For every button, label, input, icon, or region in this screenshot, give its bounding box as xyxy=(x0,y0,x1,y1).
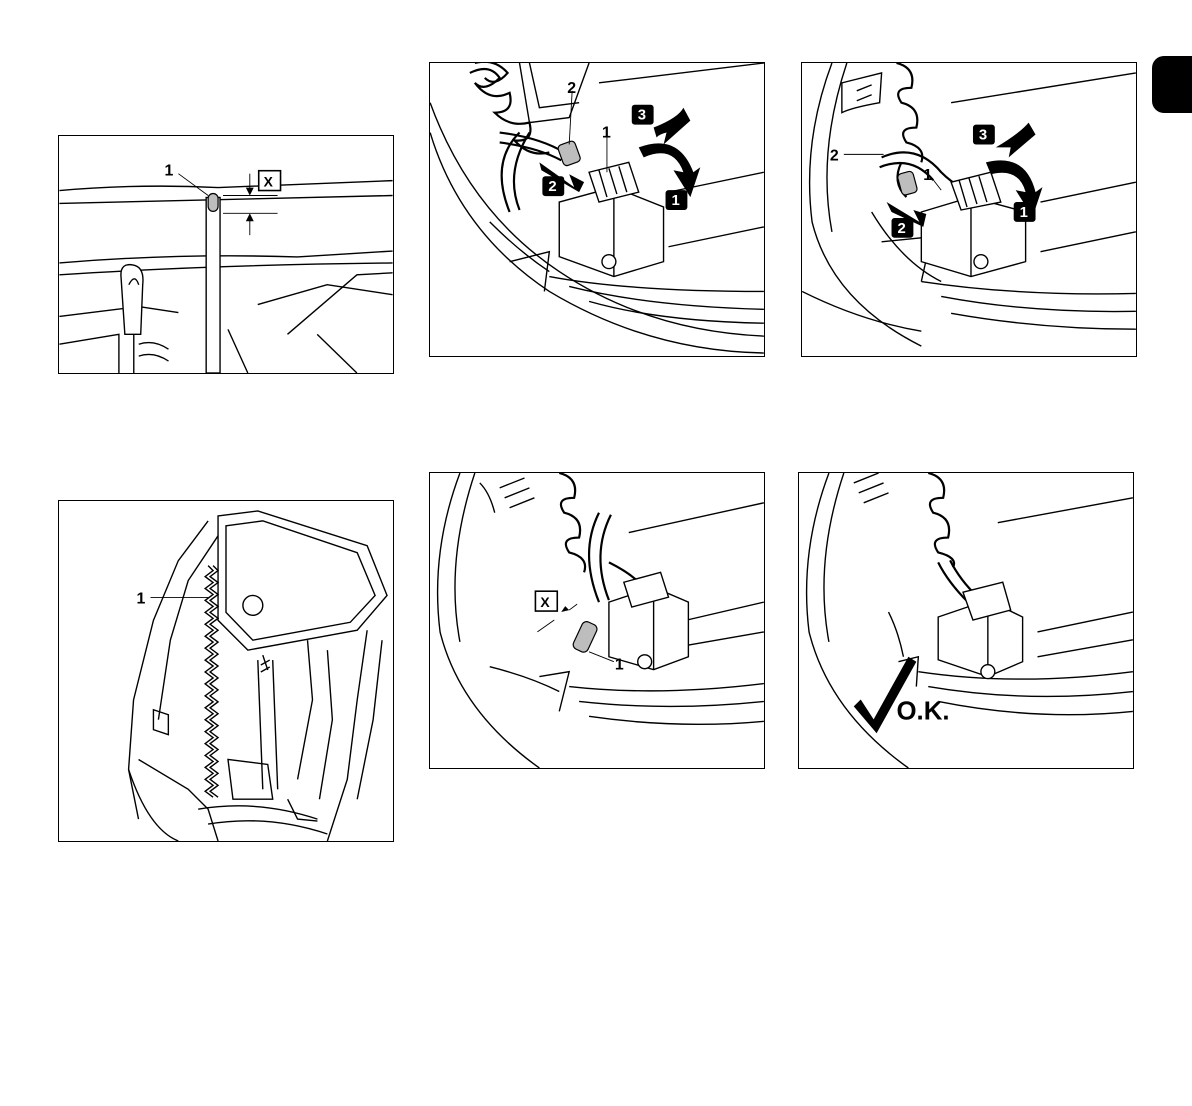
step-3-badge: 3 xyxy=(979,127,987,143)
figure-ok-drawing: O.K. xyxy=(799,473,1133,768)
dimension-x-label: X xyxy=(264,174,274,190)
dimension-x-label: X xyxy=(540,594,550,610)
callout-2: 2 xyxy=(830,147,839,164)
callout-1: 1 xyxy=(602,124,611,141)
figure-connector-step-b-drawing: 2 3 1 2 1 xyxy=(802,63,1136,356)
step-1-badge: 1 xyxy=(671,193,679,209)
callout-1: 1 xyxy=(923,167,932,184)
callout-1: 1 xyxy=(137,590,146,607)
figure-wire-length-drawing: X 1 xyxy=(430,473,764,768)
figure-connector-step-a-drawing: 2 3 1 2 1 xyxy=(430,63,764,356)
step-2-badge: 2 xyxy=(897,221,905,237)
figure-connector-step-a: 2 3 1 2 1 xyxy=(429,62,765,357)
callout-1: 1 xyxy=(165,163,174,180)
step-3-badge: 3 xyxy=(638,108,646,124)
figure-line-routing: 1 xyxy=(58,500,394,842)
callout-1: 1 xyxy=(615,657,624,674)
figure-ok: O.K. xyxy=(798,472,1134,769)
step-1-badge: 1 xyxy=(1020,205,1028,221)
ok-status-label: O.K. xyxy=(896,697,949,725)
figure-line-length-drawing: X 1 xyxy=(59,136,393,373)
figure-line-length: X 1 xyxy=(58,135,394,374)
figure-wire-length: X 1 xyxy=(429,472,765,769)
language-tab xyxy=(1152,56,1192,113)
step-2-badge: 2 xyxy=(548,179,556,195)
figure-connector-step-b: 2 3 1 2 1 xyxy=(801,62,1137,357)
figure-line-routing-drawing: 1 xyxy=(59,501,393,841)
callout-2: 2 xyxy=(567,80,576,97)
